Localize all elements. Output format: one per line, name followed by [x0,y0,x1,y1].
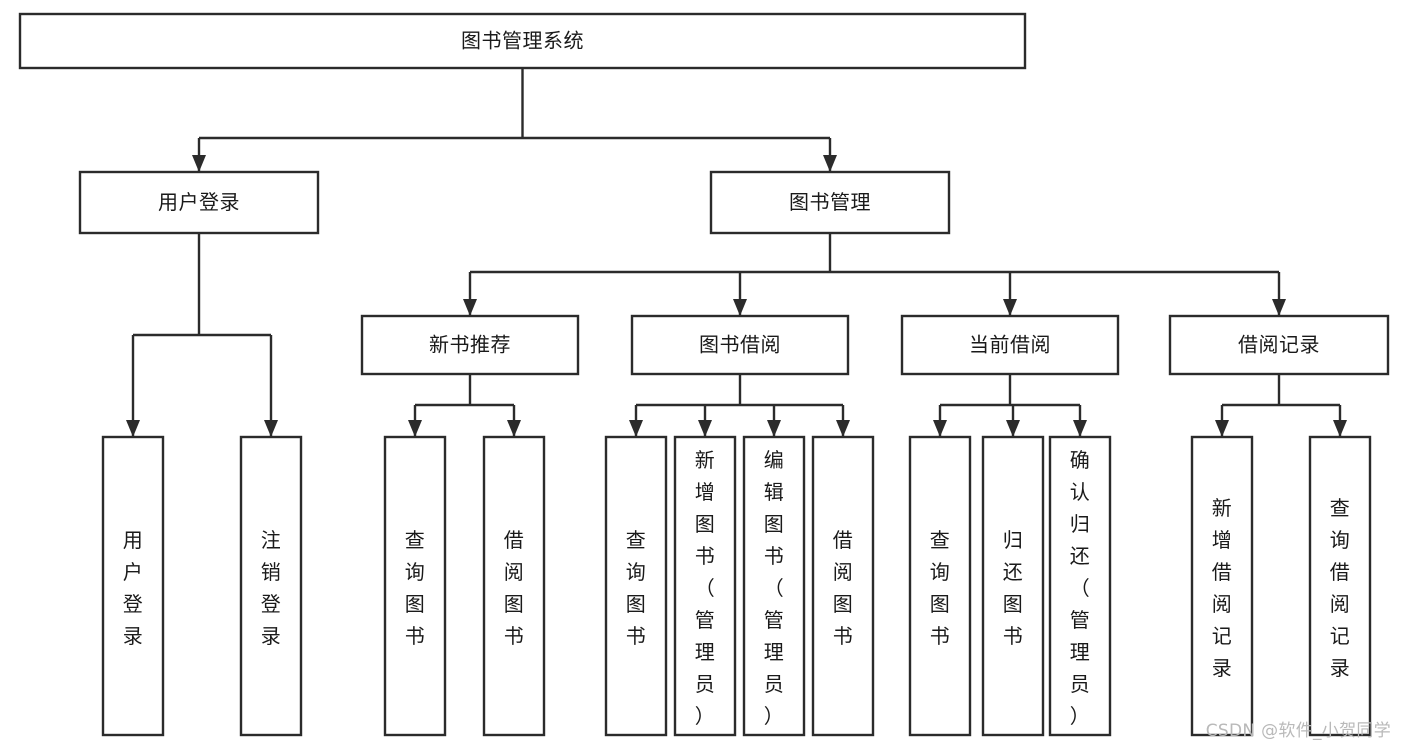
node-leaf-return-book[interactable]: 归还图书 [981,435,1045,737]
node-leaf-return-book-label: 归还图书 [1003,528,1024,648]
arrow-head-icon [1272,299,1286,316]
node-root[interactable]: 图书管理系统 [18,12,1027,70]
node-leaf-add-record[interactable]: 新增借阅记录 [1190,435,1254,737]
node-current-borrow[interactable]: 当前借阅 [900,314,1120,376]
arrow-head-icon [767,420,781,437]
arrow-head-icon [1333,420,1347,437]
arrow-head-icon [823,155,837,172]
node-leaf-edit-book[interactable]: 编辑图书（管理员） [742,435,806,737]
arrow-head-icon [192,155,206,172]
node-leaf-query-book-2[interactable]: 查询图书 [604,435,668,737]
node-leaf-query-book-2-label: 查询图书 [626,528,647,648]
arrow-head-icon [264,420,278,437]
node-user-login[interactable]: 用户登录 [78,170,320,235]
arrow-head-icon [1003,299,1017,316]
arrow-head-icon [733,299,747,316]
node-leaf-user-logout-box[interactable] [239,435,303,737]
arrow-head-icon [507,420,521,437]
node-borrow-record[interactable]: 借阅记录 [1168,314,1390,376]
node-leaf-user-logout[interactable]: 注销登录 [239,435,303,737]
arrow-head-icon [1215,420,1229,437]
node-leaf-query-book-3-label: 查询图书 [930,528,951,648]
node-book-manage[interactable]: 图书管理 [709,170,951,235]
node-new-book-recommend-box[interactable] [360,314,580,376]
node-leaf-query-book-3[interactable]: 查询图书 [908,435,972,737]
arrow-head-icon [463,299,477,316]
node-root-label: 图书管理系统 [461,29,584,53]
node-leaf-query-book-3-box[interactable] [908,435,972,737]
node-book-borrow-label: 图书借阅 [699,333,781,357]
node-leaf-add-book-box[interactable] [673,435,737,737]
node-leaf-add-record-box[interactable] [1190,435,1254,737]
node-leaf-query-book-1[interactable]: 查询图书 [383,435,447,737]
node-user-login-box[interactable] [78,170,320,235]
node-leaf-borrow-book-2-label: 借阅图书 [833,528,854,648]
node-book-borrow-box[interactable] [630,314,850,376]
arrow-head-icon [1073,420,1087,437]
node-leaf-borrow-book-2[interactable]: 借阅图书 [811,435,875,737]
node-book-manage-label: 图书管理 [789,190,871,214]
node-leaf-borrow-book-1-label: 借阅图书 [504,528,525,648]
node-leaf-borrow-book-2-box[interactable] [811,435,875,737]
arrow-head-icon [126,420,140,437]
arrow-head-icon [933,420,947,437]
node-leaf-query-book-1-label: 查询图书 [405,528,426,648]
node-leaf-query-record-label: 查询借阅记录 [1330,496,1351,680]
node-leaf-query-record[interactable]: 查询借阅记录 [1308,435,1372,737]
node-leaf-add-book-label: 新增图书（管理员） [695,448,716,728]
node-leaf-edit-book-box[interactable] [742,435,806,737]
node-leaf-query-record-box[interactable] [1308,435,1372,737]
arrow-head-icon [629,420,643,437]
node-leaf-borrow-book-1[interactable]: 借阅图书 [482,435,546,737]
node-current-borrow-label: 当前借阅 [969,333,1051,357]
node-book-borrow[interactable]: 图书借阅 [630,314,850,376]
node-leaf-add-book[interactable]: 新增图书（管理员） [673,435,737,737]
arrow-head-icon [836,420,850,437]
node-leaf-edit-book-label: 编辑图书（管理员） [764,448,785,728]
arrow-head-icon [698,420,712,437]
nodes-layer: 图书管理系统用户登录图书管理新书推荐图书借阅当前借阅借阅记录用户登录注销登录查询… [18,12,1390,737]
node-leaf-user-logout-label: 注销登录 [261,528,282,648]
node-book-manage-box[interactable] [709,170,951,235]
node-user-login-label: 用户登录 [158,190,240,214]
node-leaf-confirm-return-label: 确认归还（管理员） [1070,448,1091,728]
node-borrow-record-box[interactable] [1168,314,1390,376]
csdn-watermark: CSDN @软件_小贺同学 [1205,721,1391,741]
node-leaf-return-book-box[interactable] [981,435,1045,737]
node-new-book-recommend-label: 新书推荐 [429,333,511,357]
arrow-head-icon [1006,420,1020,437]
node-leaf-confirm-return-box[interactable] [1048,435,1112,737]
node-leaf-confirm-return[interactable]: 确认归还（管理员） [1048,435,1112,737]
node-leaf-user-login[interactable]: 用户登录 [101,435,165,737]
connectors-layer [126,68,1347,437]
node-leaf-user-login-box[interactable] [101,435,165,737]
node-leaf-borrow-book-1-box[interactable] [482,435,546,737]
node-new-book-recommend[interactable]: 新书推荐 [360,314,580,376]
node-leaf-query-book-1-box[interactable] [383,435,447,737]
node-root-box[interactable] [18,12,1027,70]
node-borrow-record-label: 借阅记录 [1238,333,1320,357]
node-current-borrow-box[interactable] [900,314,1120,376]
node-leaf-add-record-label: 新增借阅记录 [1212,496,1233,680]
node-leaf-user-login-label: 用户登录 [123,528,144,648]
arrow-head-icon [408,420,422,437]
node-leaf-query-book-2-box[interactable] [604,435,668,737]
